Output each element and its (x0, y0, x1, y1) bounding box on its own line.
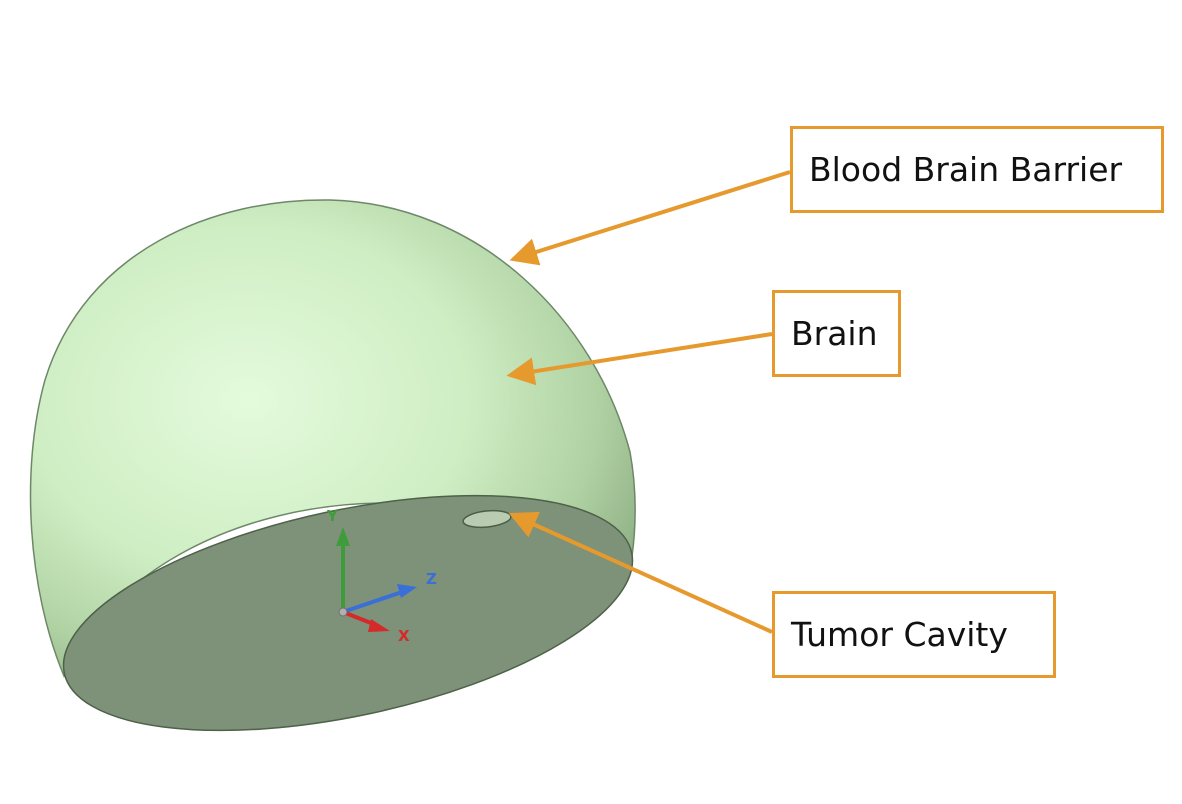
arrow-blood-brain-barrier (509, 170, 791, 266)
callout-text: Brain (791, 314, 878, 353)
brain-hemisphere (29, 199, 636, 678)
arrow-brain (506, 332, 773, 386)
x-axis-label: X (398, 627, 410, 645)
axes-triad: Y Z X (326, 507, 437, 645)
callout-text: Tumor Cavity (791, 615, 1008, 654)
z-axis-label: Z (426, 570, 437, 588)
arrow-tumor-cavity (508, 511, 773, 634)
y-axis-label: Y (326, 507, 339, 525)
callout-text: Blood Brain Barrier (809, 150, 1123, 189)
callout-tumor-cavity: Tumor Cavity (772, 591, 1056, 678)
callout-blood-brain-barrier: Blood Brain Barrier (790, 126, 1164, 213)
callout-brain: Brain (772, 290, 901, 377)
